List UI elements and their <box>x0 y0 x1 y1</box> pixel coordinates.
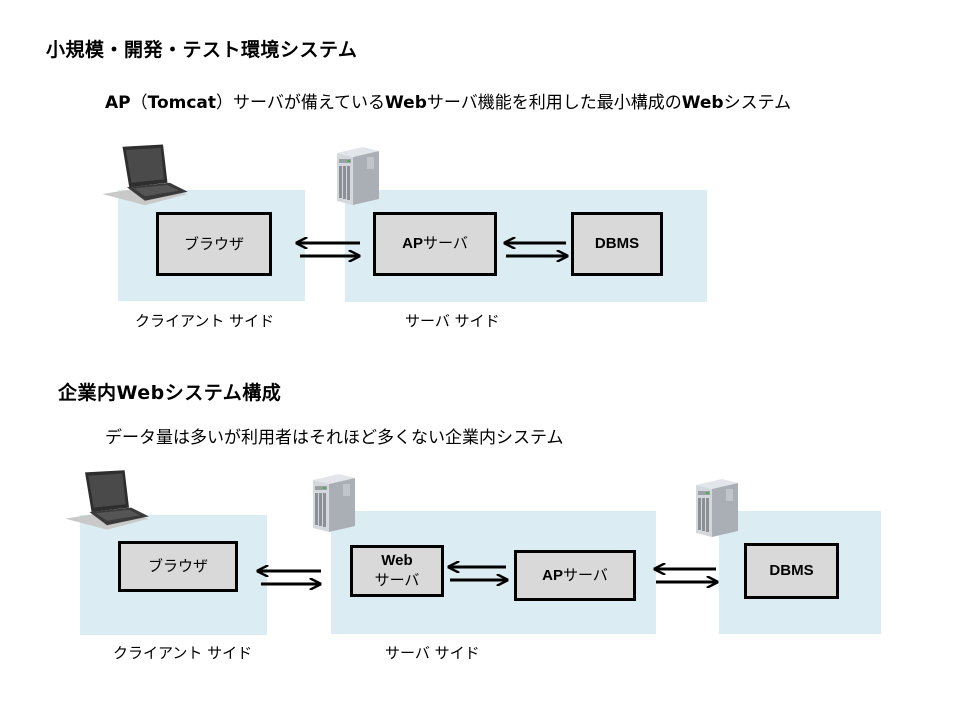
subtitle-part: ）サーバが備えている <box>216 93 386 113</box>
server-suffix: サーバ <box>422 234 468 253</box>
server-suffix: サーバ <box>562 565 608 584</box>
subtitle-part: Web <box>681 93 724 113</box>
server-side-label: サーバ サイド <box>385 644 480 662</box>
web-server-label-line2: サーバ <box>374 571 420 589</box>
dbms-label: DBMS <box>594 234 640 252</box>
client-side-label: クライアント サイド <box>135 312 275 330</box>
server-tower-icon <box>309 470 359 536</box>
server-tower-icon <box>333 143 383 209</box>
web-server-node: Web サーバ <box>350 545 444 597</box>
ap-server-label: APサーバ <box>542 565 608 586</box>
server-side-label: サーバ サイド <box>405 312 500 330</box>
ap-prefix: AP <box>542 566 563 584</box>
section2-subtitle: データ量は多いが利用者はそれほど多くない企業内システム <box>105 428 564 448</box>
section1-subtitle: AP（Tomcat）サーバが備えているWebサーバ機能を利用した最小構成のWeb… <box>105 88 791 113</box>
laptop-icon <box>100 142 190 210</box>
bidirectional-arrow <box>446 560 512 586</box>
dbms-label: DBMS <box>769 561 814 579</box>
ap-server-node: APサーバ <box>514 550 636 601</box>
section2-title: 企業内Webシステム構成 <box>58 382 282 404</box>
laptop-icon <box>62 468 152 534</box>
bidirectional-arrow <box>502 236 574 262</box>
browser-node: ブラウザ <box>118 541 238 592</box>
section1-title: 小規模・開発・テスト環境システム <box>46 39 358 61</box>
browser-node: ブラウザ <box>156 212 272 276</box>
ap-prefix: AP <box>402 235 423 253</box>
client-side-label: クライアント サイド <box>113 644 253 662</box>
ap-server-label: APサーバ <box>402 233 468 254</box>
web-server-label-line1: Web <box>381 552 413 570</box>
subtitle-part: Web <box>385 93 427 113</box>
browser-label: ブラウザ <box>183 234 244 253</box>
subtitle-part: AP <box>105 93 131 113</box>
ap-server-node: APサーバ <box>373 212 497 276</box>
dbms-node: DBMS <box>744 543 839 599</box>
subtitle-part: システム <box>723 93 792 113</box>
bidirectional-arrow <box>652 562 722 588</box>
browser-label: ブラウザ <box>147 557 208 576</box>
bidirectional-arrow <box>253 564 325 590</box>
server-tower-icon <box>692 475 742 541</box>
subtitle-part: Tomcat <box>147 93 217 113</box>
subtitle-part: （ <box>130 93 148 113</box>
subtitle-part: サーバ機能を利用した最小構成の <box>426 93 682 113</box>
bidirectional-arrow <box>292 236 364 262</box>
dbms-node: DBMS <box>571 212 663 276</box>
